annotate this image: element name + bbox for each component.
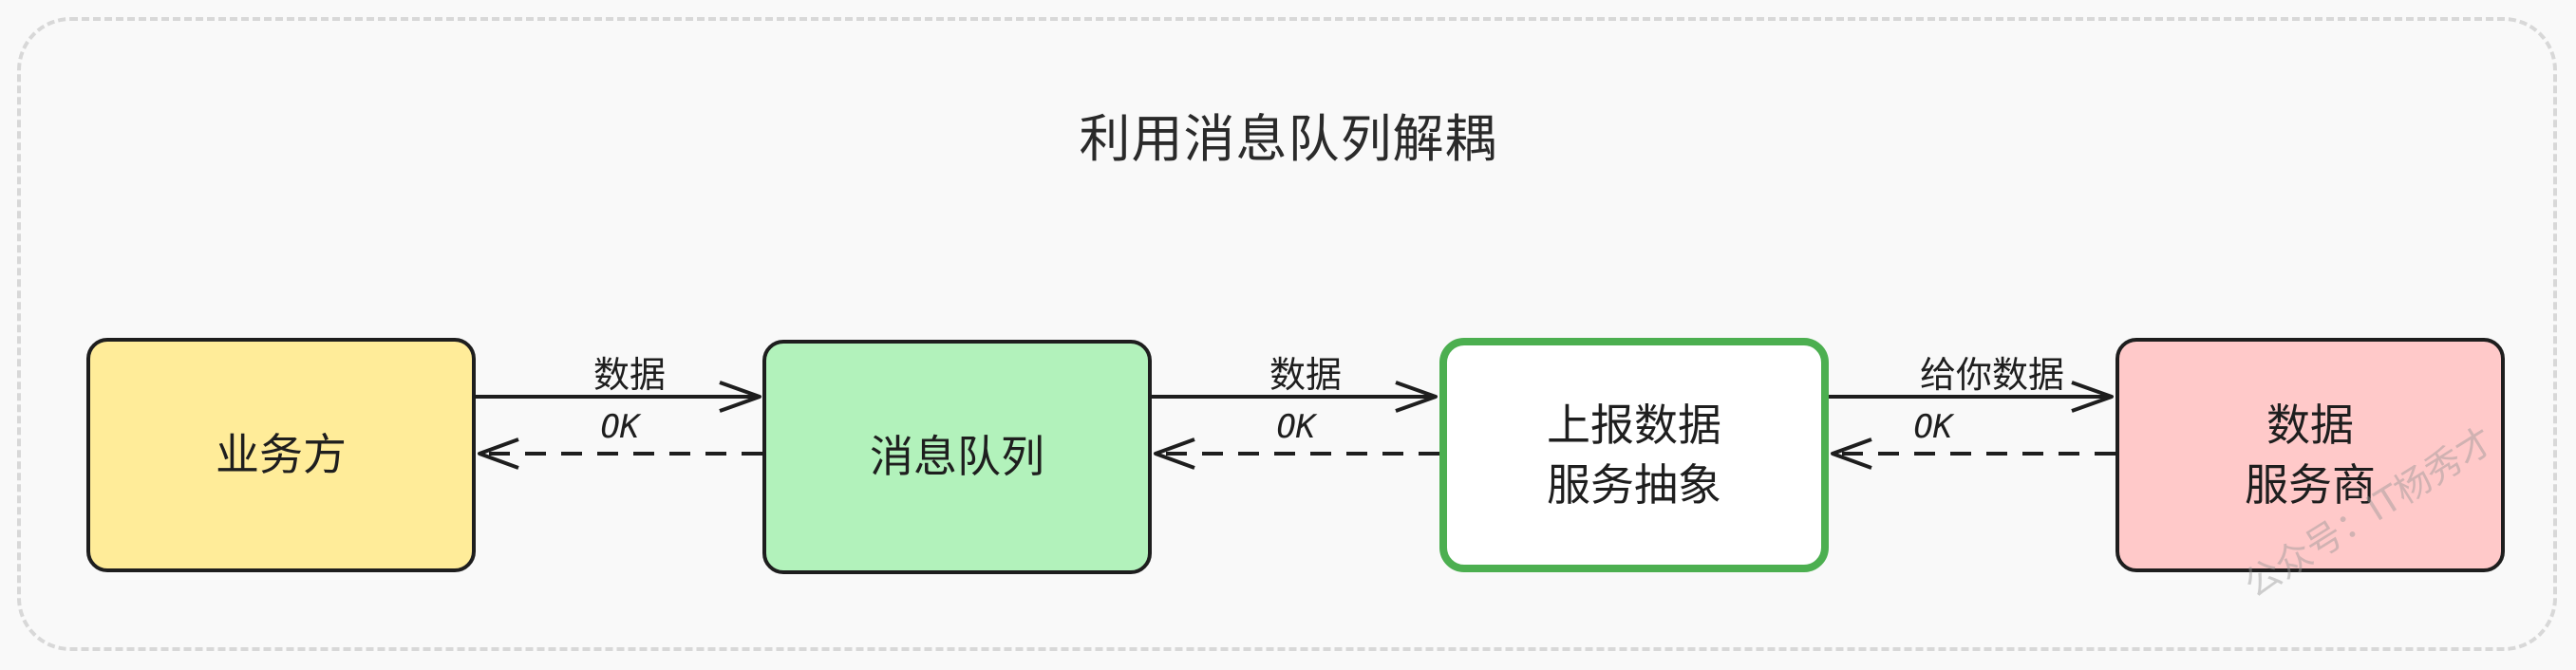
node-business-line-1: 业务方 [216, 429, 347, 481]
node-report-line-2: 服务抽象 [1547, 458, 1721, 511]
node-report-line-1: 上报数据 [1547, 400, 1721, 452]
edge-label-queue-to-business: OK [600, 408, 640, 446]
edge-queue-to-business [478, 437, 762, 470]
node-business: 业务方 [86, 338, 476, 572]
edge-label-report-to-queue: OK [1276, 408, 1316, 446]
node-data-provider: 数据 服务商 [2115, 338, 2505, 572]
diagram-frame [17, 17, 2557, 651]
edge-report-to-provider [1829, 381, 2114, 413]
edge-label-business-to-queue: 数据 [592, 354, 667, 396]
node-message-queue: 消息队列 [762, 340, 1152, 574]
edge-business-to-queue [476, 381, 762, 413]
node-provider-line-1: 数据 [2266, 400, 2354, 452]
diagram-title: 利用消息队列解耦 [1079, 109, 1497, 169]
edge-label-report-to-provider: 给你数据 [1919, 354, 2065, 396]
edge-label-queue-to-report: 数据 [1269, 354, 1343, 396]
edge-label-provider-to-report: OK [1913, 408, 1953, 446]
edge-provider-to-report [1831, 437, 2115, 470]
edge-report-to-queue [1154, 437, 1439, 470]
node-provider-line-2: 服务商 [2245, 458, 2376, 511]
node-report-service: 上报数据 服务抽象 [1439, 338, 1829, 572]
edge-queue-to-report [1152, 381, 1438, 413]
node-queue-line-1: 消息队列 [870, 431, 1044, 483]
